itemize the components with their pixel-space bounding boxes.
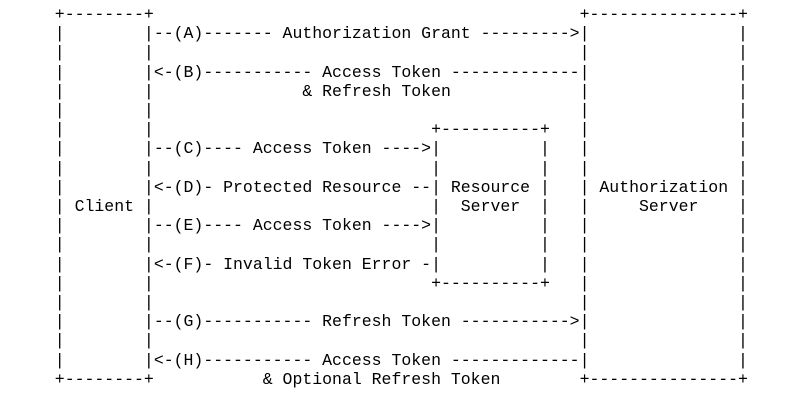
oauth-ascii-flow-diagram: +--------+ +---------------+ | |--(A)---… <box>54 5 748 389</box>
